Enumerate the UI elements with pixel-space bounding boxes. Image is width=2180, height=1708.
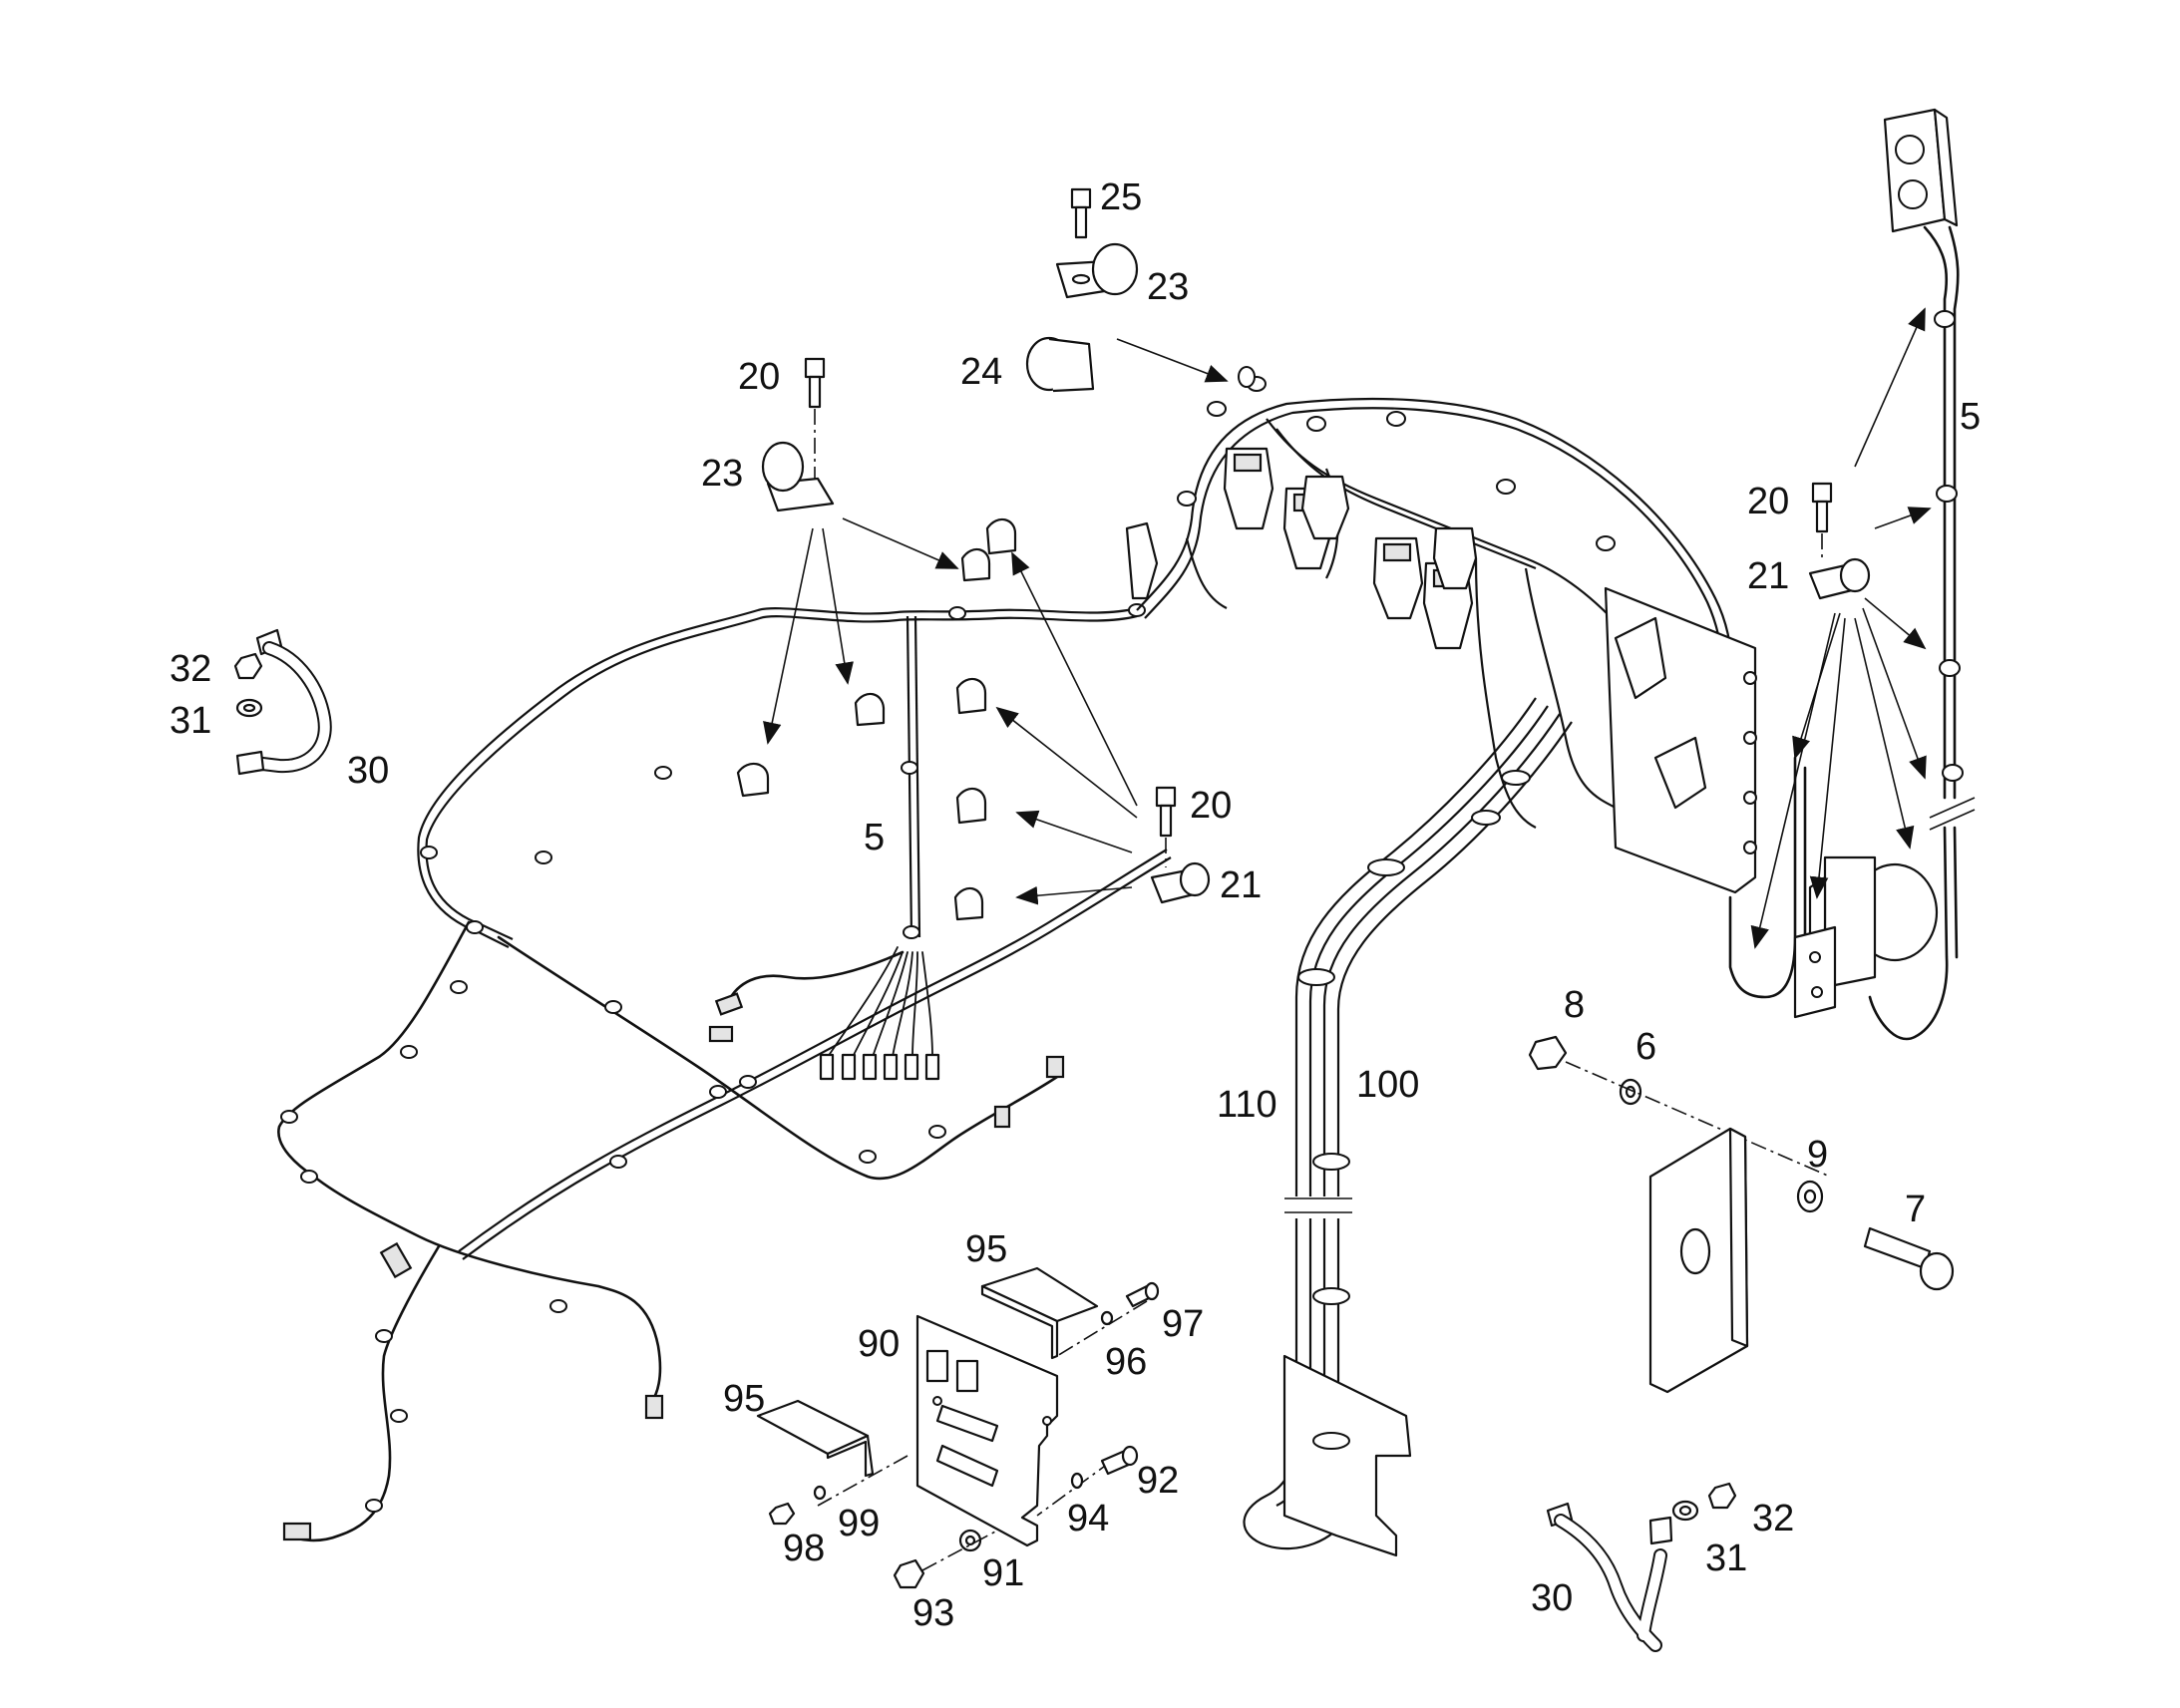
upper-harness-assembly bbox=[1125, 366, 1757, 894]
callout-92: 92 bbox=[1137, 1460, 1179, 1502]
callout-93: 93 bbox=[912, 1592, 954, 1634]
callout-24: 24 bbox=[960, 351, 1002, 393]
callout-32-left: 32 bbox=[170, 648, 211, 690]
callout-100: 100 bbox=[1356, 1064, 1419, 1106]
callout-95-left: 95 bbox=[723, 1378, 765, 1420]
nut-93 bbox=[893, 1558, 925, 1589]
callout-21-right: 21 bbox=[1747, 555, 1789, 597]
screw-25 bbox=[1070, 187, 1092, 239]
callout-20-mid: 20 bbox=[1190, 785, 1232, 827]
nut-8 bbox=[1528, 1035, 1568, 1071]
clamp-23-top bbox=[1055, 242, 1139, 299]
clamp-21-right bbox=[1808, 557, 1871, 600]
callout-9: 9 bbox=[1807, 1134, 1828, 1176]
callout-5-mid: 5 bbox=[864, 817, 885, 858]
battery-cable-30-left bbox=[235, 628, 332, 776]
washer-94 bbox=[1070, 1472, 1084, 1490]
callout-90: 90 bbox=[858, 1323, 900, 1365]
callout-96: 96 bbox=[1105, 1341, 1147, 1383]
callout-97: 97 bbox=[1162, 1303, 1204, 1345]
callout-91: 91 bbox=[982, 1552, 1024, 1594]
callout-31-left: 31 bbox=[170, 700, 211, 742]
connector-block-1 bbox=[1223, 447, 1274, 530]
callout-95-top: 95 bbox=[965, 1228, 1007, 1270]
washer-6 bbox=[1619, 1078, 1642, 1106]
nut-32-left bbox=[233, 652, 263, 680]
right-harness-5 bbox=[1728, 108, 1976, 1041]
callout-8: 8 bbox=[1564, 984, 1585, 1026]
screw-20-left bbox=[804, 357, 826, 489]
callout-31-right: 31 bbox=[1705, 1537, 1747, 1579]
callout-30-right: 30 bbox=[1531, 1577, 1573, 1619]
washer-31-left bbox=[235, 698, 263, 718]
callout-98: 98 bbox=[783, 1528, 825, 1569]
nut-98 bbox=[768, 1502, 796, 1526]
callout-23-top: 23 bbox=[1147, 266, 1189, 308]
callout-110: 110 bbox=[1217, 1084, 1277, 1126]
connector-block-3 bbox=[1300, 475, 1350, 540]
mounting-plate bbox=[1648, 1127, 1749, 1394]
callout-94: 94 bbox=[1067, 1498, 1109, 1539]
washer-91 bbox=[958, 1529, 982, 1552]
clamp-21-mid bbox=[1150, 861, 1211, 904]
washer-96 bbox=[1100, 1310, 1114, 1326]
screw-20-right bbox=[1811, 482, 1833, 558]
clamp-23-left bbox=[761, 441, 835, 512]
callout-7: 7 bbox=[1905, 1189, 1926, 1230]
nut-32-right bbox=[1707, 1482, 1737, 1510]
battery-cable-30-right bbox=[1546, 1502, 1673, 1652]
callout-labels: 25 23 24 20 23 32 31 30 20 21 5 5 20 21 … bbox=[170, 176, 1981, 1634]
harness-clips bbox=[280, 603, 1146, 1513]
callout-30-left: 30 bbox=[347, 750, 389, 792]
mounting-bracket bbox=[1604, 586, 1757, 894]
washer-9 bbox=[1796, 1180, 1824, 1213]
connector-block-6 bbox=[1432, 526, 1478, 590]
bolt-7 bbox=[1863, 1226, 1955, 1291]
washer-31-right bbox=[1671, 1500, 1699, 1522]
callout-23-left: 23 bbox=[701, 453, 743, 495]
washer-99 bbox=[813, 1485, 827, 1501]
callout-25: 25 bbox=[1100, 176, 1142, 218]
terminal-row bbox=[819, 1053, 940, 1081]
cover-plate-95-left bbox=[756, 1399, 875, 1478]
callout-32-right: 32 bbox=[1752, 1498, 1794, 1539]
small-clips-left bbox=[736, 517, 1017, 921]
screw-92 bbox=[1100, 1445, 1139, 1476]
main-harness-loop bbox=[277, 603, 1172, 1542]
callout-6: 6 bbox=[1635, 1026, 1656, 1068]
trunk-harness-100-110 bbox=[1243, 697, 1573, 1557]
grommet-24 bbox=[1025, 336, 1095, 393]
callout-99: 99 bbox=[838, 1503, 880, 1544]
callout-5-right: 5 bbox=[1960, 396, 1981, 438]
bracket-90 bbox=[915, 1314, 1059, 1547]
small-plate-right bbox=[1793, 925, 1837, 1019]
callout-21-mid: 21 bbox=[1220, 864, 1262, 906]
cover-plate-95-top bbox=[980, 1266, 1099, 1360]
junction-box-top-right bbox=[1883, 108, 1959, 233]
screw-20-mid bbox=[1155, 786, 1177, 867]
screw-97 bbox=[1125, 1281, 1160, 1308]
connector-block-left bbox=[1125, 521, 1159, 600]
callout-20-left: 20 bbox=[738, 356, 780, 398]
callout-20-right: 20 bbox=[1747, 481, 1789, 522]
connector-block-4 bbox=[1372, 536, 1424, 620]
